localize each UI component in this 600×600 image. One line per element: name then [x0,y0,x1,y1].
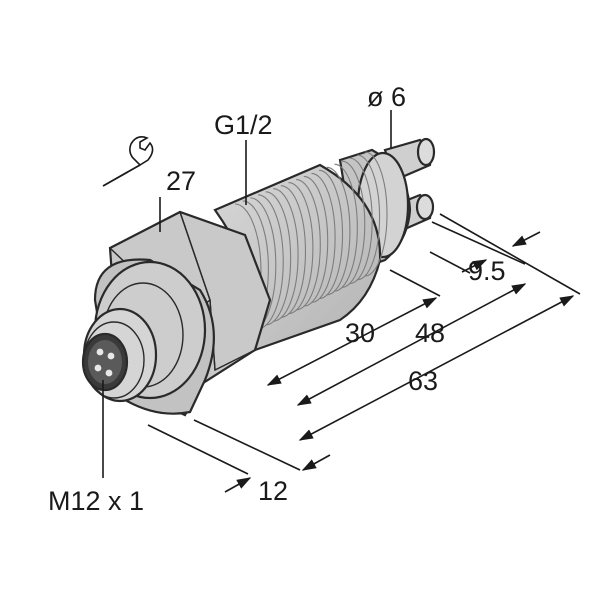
sensor-body [81,137,436,417]
thread-ring [364,151,388,277]
label-probe-length: 9.5 [468,256,506,286]
label-connector: M12 x 1 [48,486,144,516]
thread-ring [349,157,373,285]
label-body-length: 48 [415,318,445,348]
label-thread: G1/2 [214,110,273,140]
thread-ring [342,160,366,288]
wrench-icon [102,136,154,187]
label-probe-diameter: ø 6 [367,82,406,112]
dimension-labels: G1/2 ø 6 27 9.5 30 48 63 12 M12 x 1 [48,82,506,516]
leader-lines [102,110,392,478]
thread-ring [357,154,381,281]
label-total-length: 63 [408,366,438,396]
label-thread-length: 30 [345,318,375,348]
m12-connector [81,307,158,403]
label-wrench-size: 27 [166,166,196,196]
label-connector-offset: 12 [258,476,288,506]
dimension-lines [147,213,581,493]
